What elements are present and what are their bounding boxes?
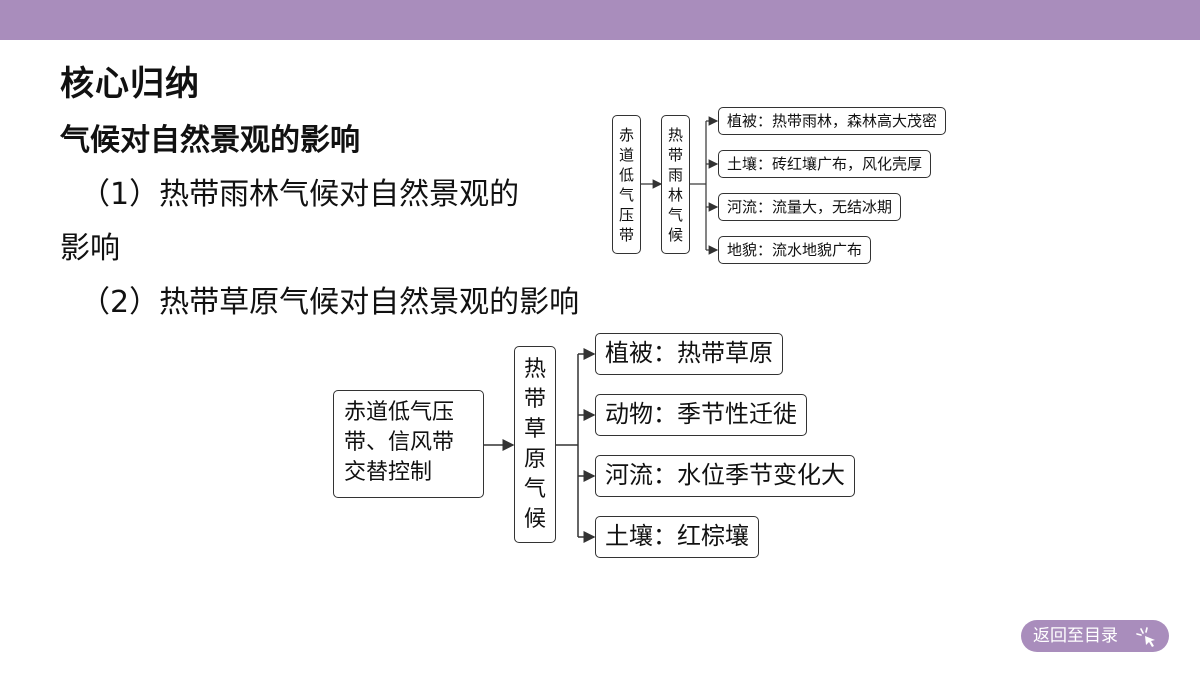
diagram1-climate-char: 带 [667,145,683,164]
diagram2-branch-soil: 土壤：红棕壤 [595,516,759,558]
back-to-contents-label: 返回至目录 [1033,626,1118,646]
diagram1-climate-char: 气 [667,205,683,224]
diagram1-climate-box: 热 带 雨 林 气 候 [661,115,690,254]
diagram1-source-char: 压 [618,205,634,224]
diagram2-branch-vegetation: 植被：热带草原 [595,333,783,375]
diagram1-source-char: 道 [618,145,634,164]
diagram2-branch-river: 河流：水位季节变化大 [595,455,855,497]
diagram2-climate-box: 热 带 草 原 气 候 [514,346,556,543]
diagram1-branch-river: 河流：流量大，无结冰期 [718,193,902,221]
top-banner [0,0,1200,40]
diagram2-climate-char: 热 [523,356,546,382]
diagram1-source-char: 赤 [618,125,634,144]
diagram1-source-char: 低 [618,165,634,184]
diagram2-climate-char: 草 [523,416,546,442]
point-2-text: （2）热带草原气候对自然景观的影响 [80,285,580,320]
diagram2-climate-char: 气 [523,476,546,502]
diagram2-climate-char: 原 [523,446,546,472]
section-title: 气候对自然景观的影响 [60,123,360,158]
diagram1-climate-char: 热 [667,125,683,144]
diagram2-climate-char: 候 [523,506,546,532]
diagram1-branch-landform: 地貌：流水地貌广布 [718,236,872,264]
diagram1-source-box: 赤 道 低 气 压 带 [612,115,641,254]
diagram1-branch-soil: 土壤：砖红壤广布，风化壳厚 [718,150,932,178]
point-1-text: （1）热带雨林气候对自然景观的 [80,177,520,212]
diagram2-source-box: 赤道低气压 带、信风带 交替控制 [333,390,484,498]
sparkle-cursor-icon [1136,627,1155,647]
diagram1-climate-char: 雨 [667,165,683,184]
page-title: 核心归纳 [60,64,200,104]
diagram1-source-char: 带 [618,225,634,244]
diagram2-climate-char: 带 [523,386,546,412]
back-to-contents-button[interactable]: 返回至目录 [1021,620,1169,652]
diagram1-source-char: 气 [618,185,634,204]
diagram1-climate-char: 候 [667,225,683,244]
diagram2-branch-animals: 动物：季节性迁徙 [595,394,807,436]
diagram1-climate-char: 林 [667,185,683,204]
point-1-text-continued: 影响 [60,231,120,266]
diagram1-branch-vegetation: 植被：热带雨林，森林高大茂密 [718,107,947,135]
